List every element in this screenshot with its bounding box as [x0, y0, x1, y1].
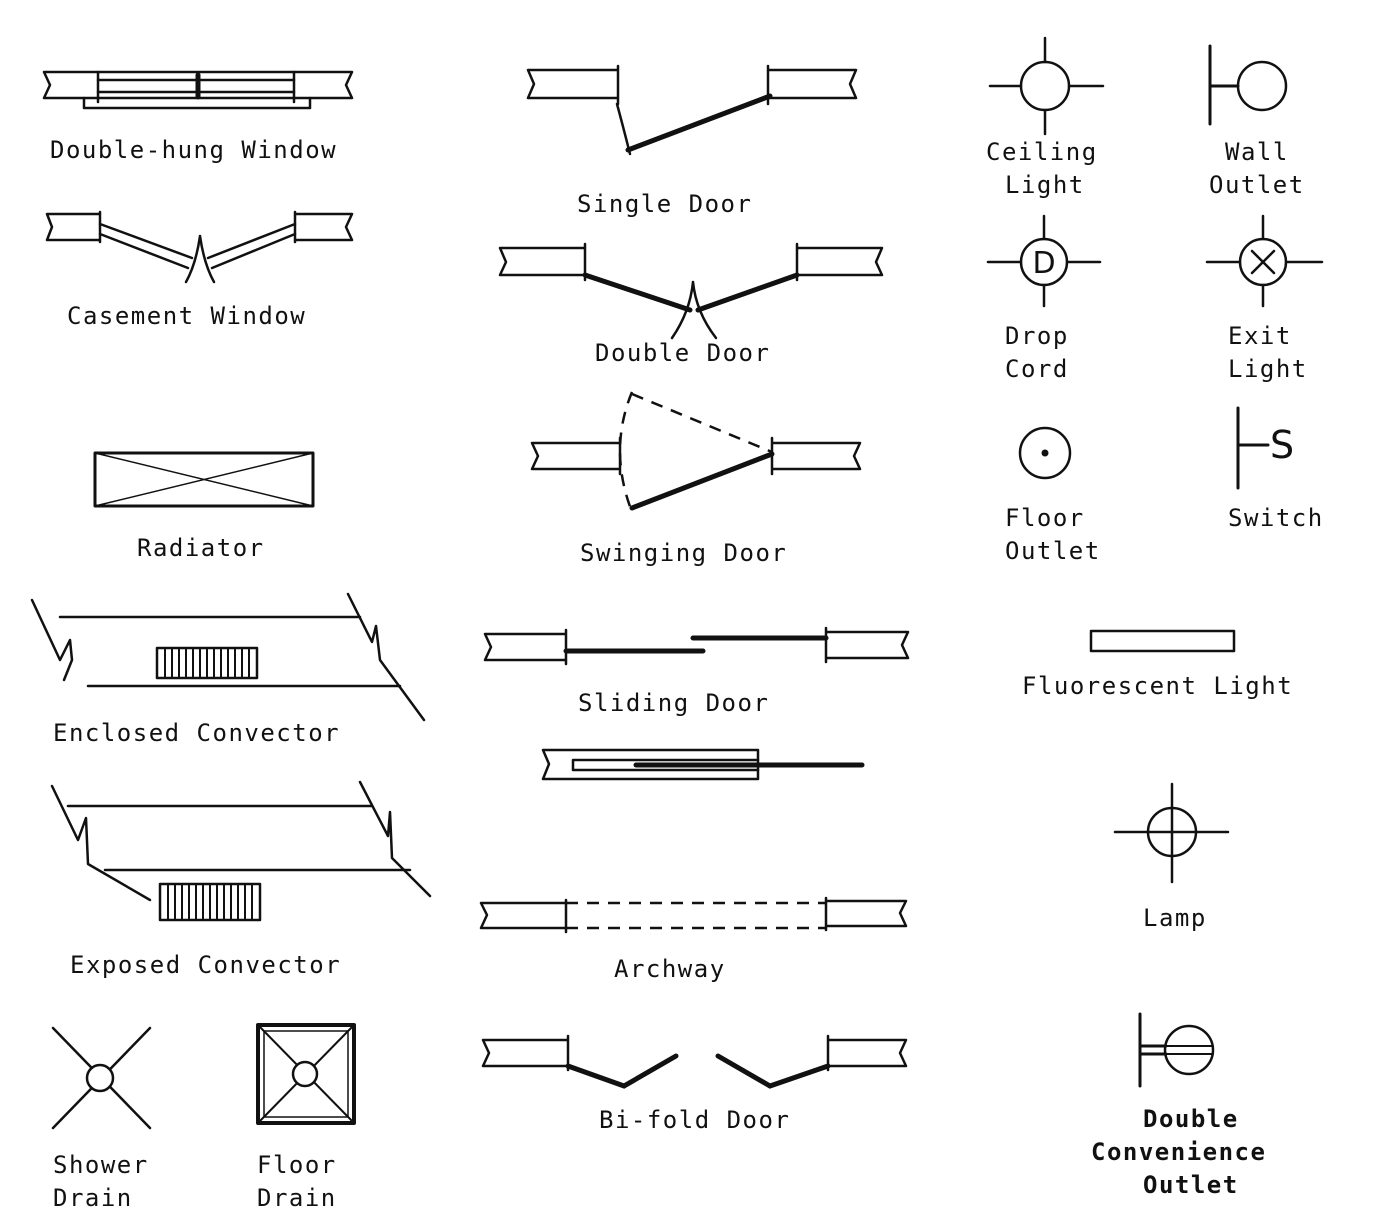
exit-light-label: Exit [1228, 322, 1292, 350]
exit-light-label: Light [1228, 355, 1308, 383]
shower-drain-label-line-2: Drain [53, 1184, 133, 1212]
shower-drain-label: Drain [53, 1184, 133, 1212]
floor-outlet-label: Floor [1005, 504, 1085, 532]
drop-cord-label: Drop [1005, 322, 1069, 350]
floor-drain-label: Drain [257, 1184, 337, 1212]
pocket-door-icon [541, 748, 865, 781]
drop-cord-icon: D [986, 214, 1102, 308]
lamp-label: Lamp [1143, 904, 1207, 932]
double-convenience-outlet-label-line-2: Convenience [1091, 1138, 1266, 1166]
ceiling-light-label-line-2: Light [1005, 171, 1085, 199]
exit-light-icon [1205, 214, 1324, 308]
exposed-convector-icon [50, 780, 432, 922]
wall-outlet-label: Wall [1225, 138, 1289, 166]
double-convenience-outlet-label: Convenience [1091, 1138, 1266, 1166]
drop-cord-mark: D [1032, 246, 1055, 281]
wall-outlet-label-line-2: Outlet [1209, 171, 1305, 199]
single-door-label: Single Door [577, 190, 752, 218]
shower-drain-icon [51, 1026, 152, 1130]
fluorescent-light-label: Fluorescent Light [1022, 672, 1293, 700]
floor-outlet-icon [1018, 426, 1072, 480]
casement-window-icon [45, 210, 354, 284]
floor-drain-label: Floor [257, 1151, 337, 1179]
bifold-door-icon [481, 1034, 908, 1089]
enclosed-convector-label: Enclosed Convector [53, 719, 340, 747]
drop-cord-label-line-1: Drop [1005, 322, 1069, 350]
floor-outlet-label-line-2: Outlet [1005, 537, 1101, 565]
sliding-door-label: Sliding Door [578, 689, 769, 717]
floor-outlet-label-line-1: Floor [1005, 504, 1085, 532]
archway-label: Archway [614, 955, 726, 983]
double-door-label: Double Door [595, 339, 770, 367]
shower-drain-label-line-1: Shower [53, 1151, 149, 1179]
ceiling-light-label: Ceiling [986, 138, 1098, 166]
wall-outlet-label-line-1: Wall [1225, 138, 1289, 166]
wall-outlet-label: Outlet [1209, 171, 1305, 199]
double-hung-window-label: Double-hung Window [50, 136, 337, 164]
drop-cord-label-line-2: Cord [1005, 355, 1069, 383]
single-door-icon [526, 64, 858, 156]
drop-cord-label: Cord [1005, 355, 1069, 383]
casement-window-label: Casement Window [67, 302, 306, 330]
exit-light-label-line-2: Light [1228, 355, 1308, 383]
floor-drain-label-line-2: Drain [257, 1184, 337, 1212]
bifold-door-label: Bi-fold Door [599, 1106, 790, 1134]
radiator-icon [93, 451, 315, 508]
ceiling-light-label-line-1: Ceiling [986, 138, 1098, 166]
swinging-door-icon [530, 391, 862, 513]
lamp-icon [1113, 782, 1230, 884]
switch-label: Switch [1228, 504, 1324, 532]
fluorescent-light-icon [1089, 629, 1236, 653]
floor-drain-label-line-1: Floor [257, 1151, 337, 1179]
exposed-convector-label: Exposed Convector [70, 951, 341, 979]
double-convenience-outlet-label-line-1: Double [1143, 1105, 1239, 1133]
ceiling-light-icon [988, 36, 1105, 136]
double-convenience-outlet-icon [1138, 1012, 1215, 1088]
sliding-door-icon [483, 626, 910, 666]
switch-mark: S [1270, 423, 1294, 467]
double-convenience-outlet-label-line-3: Outlet [1143, 1171, 1239, 1199]
radiator-label: Radiator [137, 534, 265, 562]
double-convenience-outlet-label: Double [1143, 1105, 1239, 1133]
wall-outlet-icon [1208, 44, 1288, 126]
shower-drain-label: Shower [53, 1151, 149, 1179]
ceiling-light-label: Light [1005, 171, 1085, 199]
archway-icon [479, 896, 908, 934]
enclosed-convector-icon [30, 592, 426, 722]
exit-light-label-line-1: Exit [1228, 322, 1292, 350]
double-door-icon [498, 242, 884, 340]
switch-icon: S [1236, 406, 1294, 490]
floor-drain-icon [256, 1023, 356, 1125]
double-convenience-outlet-label: Outlet [1143, 1171, 1239, 1199]
floor-outlet-label: Outlet [1005, 537, 1101, 565]
double-hung-window-icon [42, 70, 354, 110]
swinging-door-label: Swinging Door [580, 539, 787, 567]
